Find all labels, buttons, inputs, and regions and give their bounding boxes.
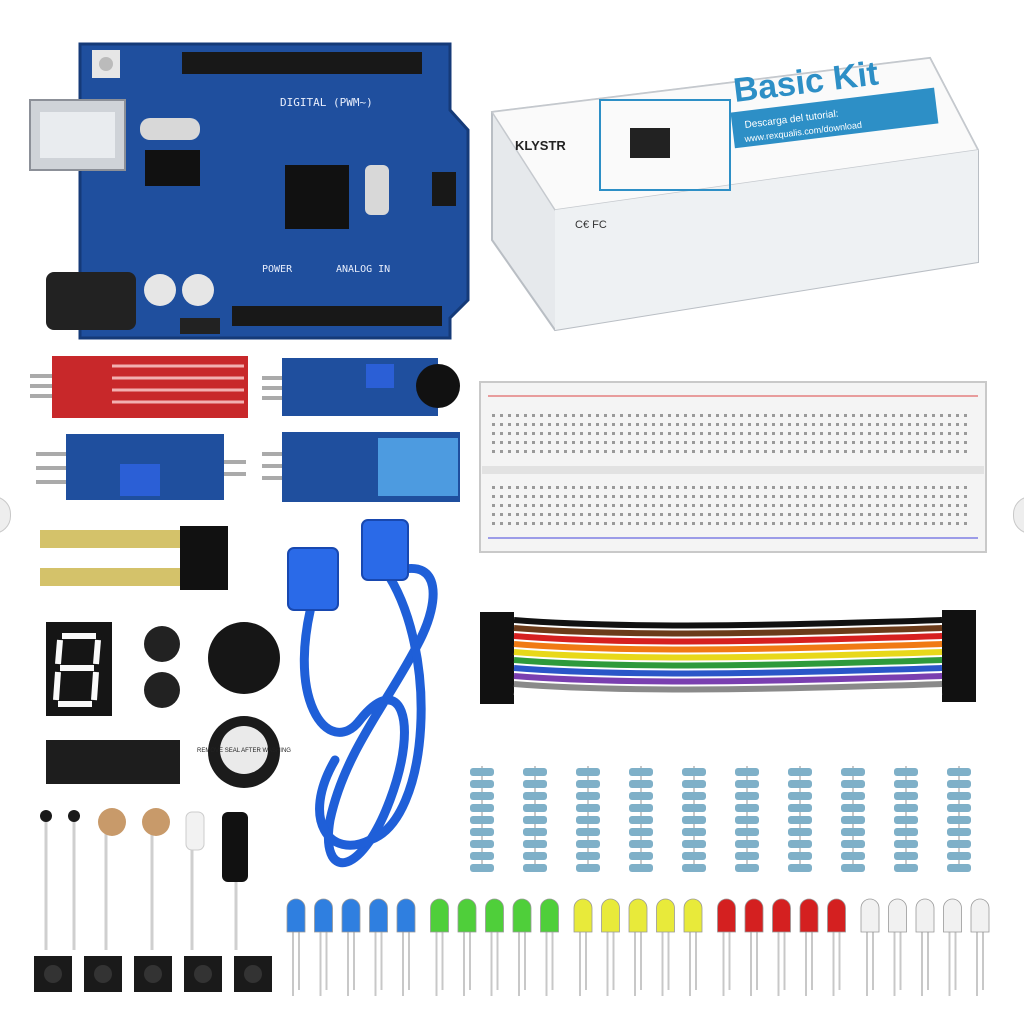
breadboard-icon (479, 381, 987, 553)
ir-receiver (185, 811, 205, 851)
box-cert-marks: C€ FC (575, 219, 607, 231)
sound-sensor-module (262, 358, 460, 416)
board-analog-label: ANALOG IN (336, 264, 390, 275)
usb-cable-icon (287, 519, 438, 868)
buzzer-seal-label: REMOVE SEAL AFTER WASHING (197, 748, 291, 754)
resistor-icon (470, 766, 971, 872)
shift-register-chip (46, 740, 180, 784)
box-brand: KLYSTR (515, 138, 566, 153)
active-buzzer: REMOVE SEAL AFTER WASHING (197, 716, 291, 788)
sensor-leads (44, 820, 238, 950)
arduino-board: DIGITAL (PWM~) POWER ANALOG IN (29, 42, 470, 340)
potentiometer-module (36, 434, 246, 500)
passive-buzzer (208, 622, 280, 694)
led-icon (286, 898, 990, 996)
water-sensor (30, 356, 248, 418)
photoresistors (98, 808, 170, 836)
kit-box: KLYSTR Basic Kit Descarga del tutorial: … (490, 54, 980, 332)
soil-moisture-probe (40, 526, 228, 590)
board-power-label: POWER (262, 264, 293, 275)
seven-segment-display (46, 622, 112, 716)
jumper-wires-icon (480, 610, 976, 704)
push-button-icon (34, 956, 272, 992)
potentiometer-knobs (144, 626, 180, 708)
board-digital-label: DIGITAL (PWM~) (280, 96, 373, 109)
tilt-switch (222, 812, 248, 882)
thermistors (40, 810, 80, 822)
dht-sensor-module (262, 432, 460, 502)
